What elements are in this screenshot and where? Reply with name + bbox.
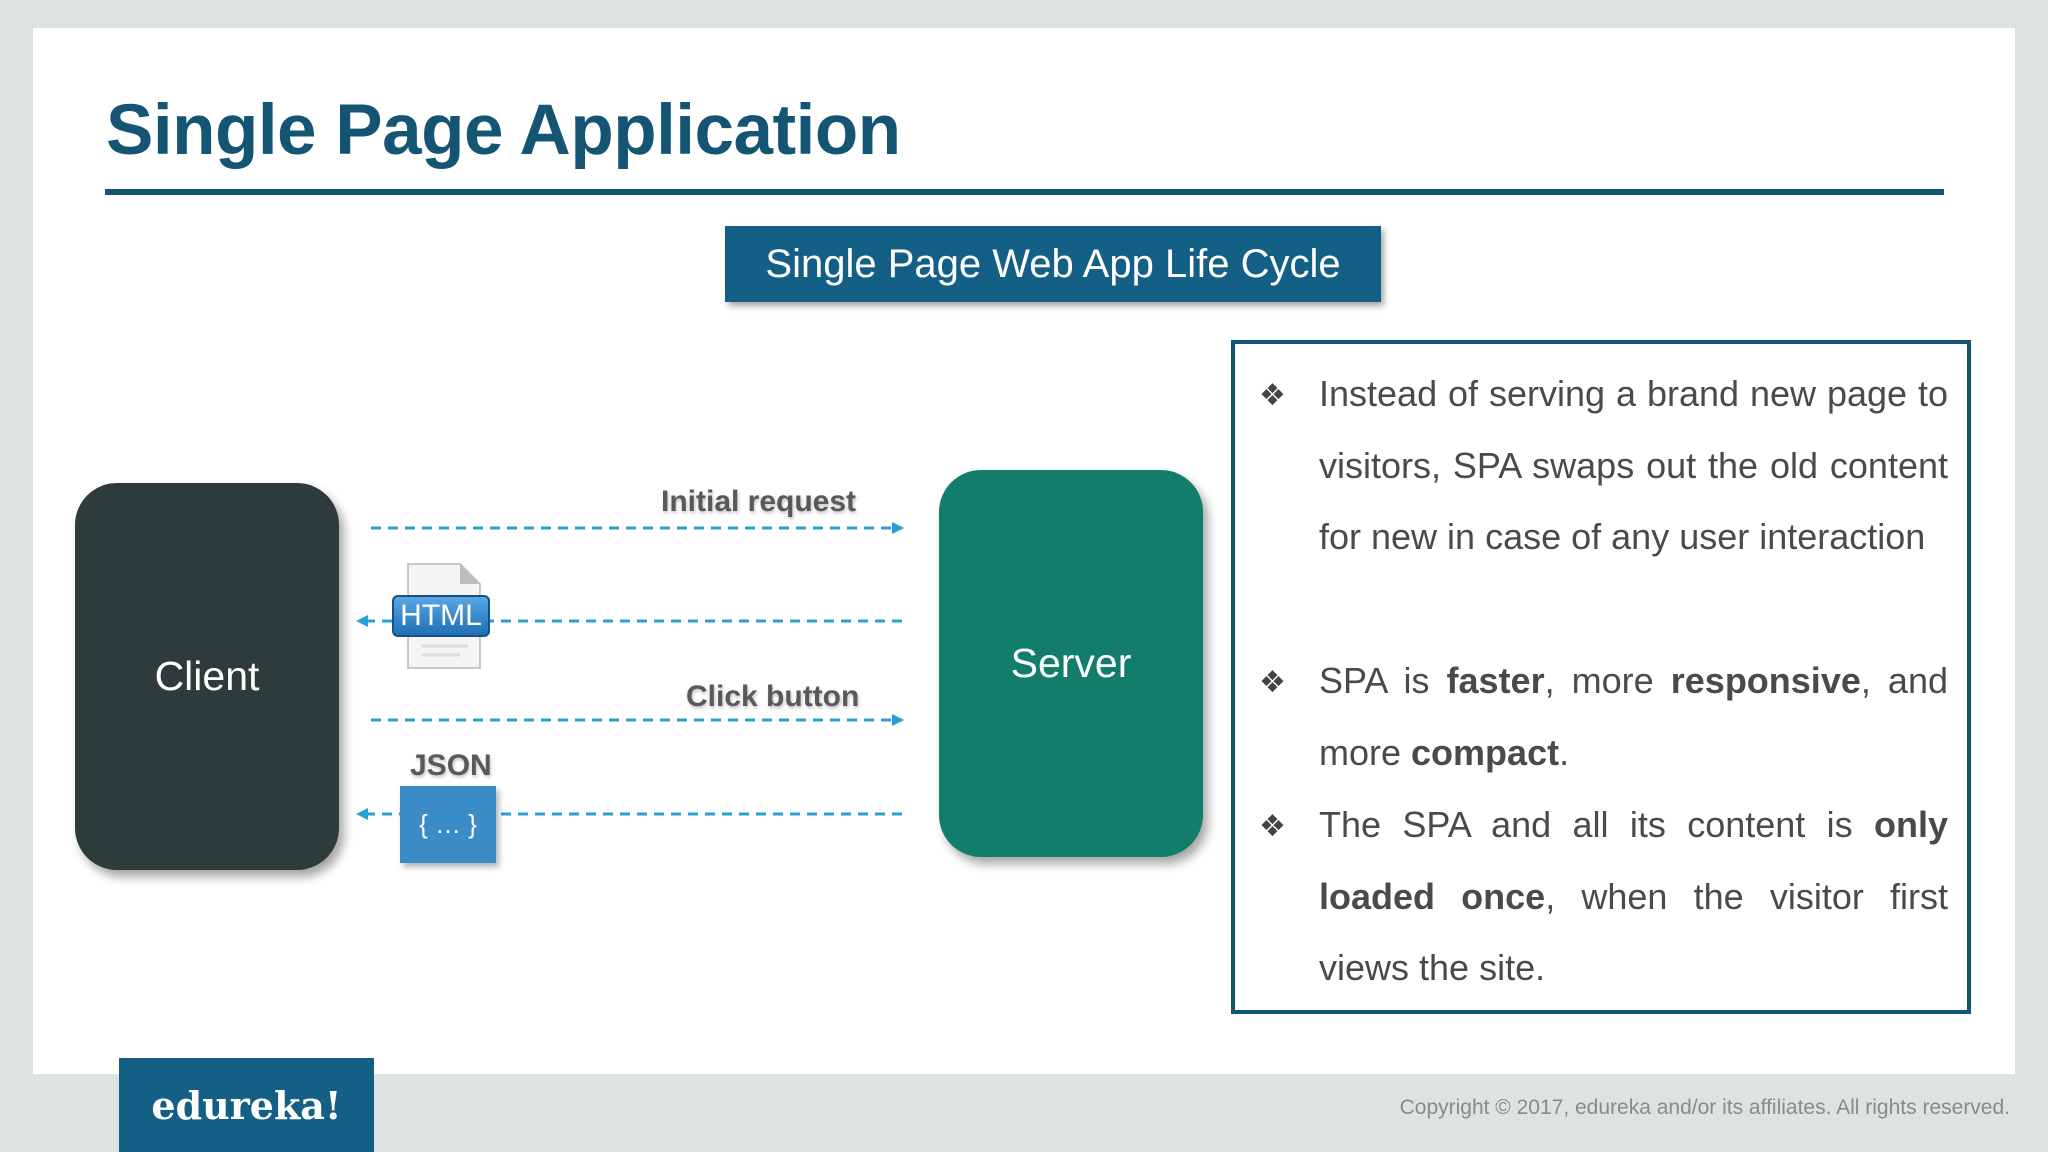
click-button-label: Click button bbox=[686, 680, 860, 713]
info-panel: ❖ Instead of serving a brand new page to… bbox=[1231, 340, 1971, 1014]
title-underline bbox=[105, 189, 1944, 195]
edureka-logo: edureka! bbox=[119, 1058, 374, 1152]
html-badge: HTML bbox=[392, 595, 490, 637]
bullet-text-2: SPA is faster, more responsive, and more… bbox=[1319, 660, 1948, 773]
initial-request-label: Initial request bbox=[661, 485, 857, 518]
client-node: Client bbox=[75, 483, 339, 870]
server-label: Server bbox=[1010, 640, 1132, 686]
json-label: JSON bbox=[410, 749, 492, 782]
copyright-text: Copyright © 2017, edureka and/or its aff… bbox=[1399, 1096, 2010, 1119]
subtitle-text: Single Page Web App Life Cycle bbox=[765, 241, 1341, 286]
json-payload-icon: { … } bbox=[400, 786, 496, 863]
bullet-text-3: The SPA and all its content is only load… bbox=[1319, 804, 1948, 989]
subtitle-banner: Single Page Web App Life Cycle bbox=[725, 226, 1381, 302]
bullet-diamond-icon: ❖ bbox=[1259, 810, 1286, 843]
logo-text: edureka! bbox=[151, 1082, 342, 1128]
client-label: Client bbox=[154, 653, 260, 699]
slide-title: Single Page Application bbox=[106, 91, 901, 170]
bullet-diamond-icon: ❖ bbox=[1259, 666, 1286, 699]
bullet-diamond-icon: ❖ bbox=[1259, 379, 1286, 412]
bullet-text-1: Instead of serving a brand new page to v… bbox=[1319, 373, 1948, 558]
json-payload-text: { … } bbox=[419, 809, 477, 839]
server-node: Server bbox=[939, 470, 1203, 857]
